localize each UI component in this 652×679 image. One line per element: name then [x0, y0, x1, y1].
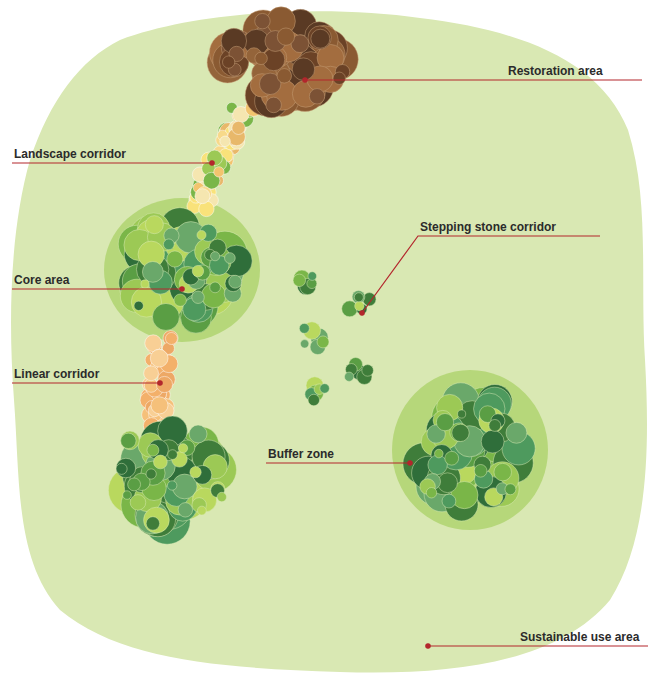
tree-canopy — [320, 384, 330, 394]
tree-canopy — [333, 72, 345, 84]
tree-canopy — [293, 274, 305, 286]
tree-canopy — [141, 280, 149, 288]
tree-canopy — [156, 376, 172, 392]
tree-canopy — [214, 167, 224, 177]
buffer-halo — [392, 370, 548, 530]
tree-canopy — [165, 332, 177, 344]
tree-canopy — [452, 424, 469, 441]
tree-canopy — [146, 469, 156, 479]
tree-canopy — [458, 410, 466, 418]
tree-canopy — [151, 397, 168, 414]
tree-canopy — [308, 26, 331, 49]
tree-canopy — [354, 293, 363, 302]
tree-canopy — [505, 484, 516, 495]
tree-canopy — [277, 28, 294, 45]
tree-canopy — [435, 449, 444, 458]
tree-canopy — [163, 239, 174, 250]
tree-canopy — [144, 507, 170, 533]
tree-canopy — [229, 275, 242, 288]
tree-canopy — [134, 301, 143, 310]
tree-canopy — [308, 394, 319, 405]
tree-canopy — [195, 189, 210, 204]
tree-canopy — [308, 272, 317, 281]
tree-canopy — [145, 216, 163, 234]
tree-canopy — [152, 303, 179, 330]
tree-canopy — [167, 251, 183, 267]
tree-canopy — [344, 372, 353, 381]
tree-canopy — [192, 291, 204, 303]
tree-canopy — [225, 275, 241, 291]
tree-canopy — [147, 444, 159, 456]
tree-canopy — [317, 336, 329, 348]
sustainable-use-ground — [11, 11, 647, 672]
tree-canopy — [362, 365, 374, 377]
tree-canopy — [277, 69, 291, 83]
tree-canopy — [217, 492, 226, 501]
area-label: Sustainable use area — [520, 630, 639, 644]
tree-canopy — [211, 252, 220, 261]
tree-canopy — [299, 323, 309, 333]
tree-canopy — [489, 419, 501, 431]
tree-canopy — [197, 230, 206, 239]
tree-canopy — [506, 422, 527, 443]
tree-canopy — [116, 458, 136, 478]
tree-canopy — [445, 451, 459, 465]
area-label: Landscape corridor — [14, 147, 126, 161]
tree-canopy — [210, 282, 221, 293]
tree-canopy — [426, 488, 436, 498]
tree-canopy — [174, 294, 186, 306]
tree-canopy — [222, 56, 234, 68]
tree-canopy — [255, 52, 267, 64]
tree-canopy — [144, 366, 159, 381]
tree-canopy — [300, 340, 308, 348]
tree-canopy — [146, 517, 159, 530]
tree-canopy — [232, 121, 245, 134]
tree-canopy — [121, 433, 136, 448]
tree-canopy — [167, 481, 176, 490]
tree-canopy — [116, 463, 127, 474]
area-label: Core area — [14, 273, 69, 287]
core-halo — [104, 198, 260, 342]
area-label: Linear corridor — [14, 367, 99, 381]
tree-canopy — [266, 97, 282, 113]
tree-canopy — [130, 495, 146, 511]
area-label: Stepping stone corridor — [420, 220, 556, 234]
tree-canopy — [121, 431, 140, 450]
area-label: Buffer zone — [268, 447, 334, 461]
area-label: Restoration area — [508, 64, 603, 78]
tree-canopy — [168, 450, 178, 460]
tree-canopy — [292, 58, 314, 80]
tree-canopy — [494, 463, 512, 481]
tree-canopy — [150, 349, 168, 367]
tree-canopy — [190, 467, 201, 478]
tree-canopy — [311, 29, 330, 48]
tree-canopy — [178, 503, 192, 517]
tree-canopy — [436, 414, 453, 431]
tree-canopy — [154, 455, 168, 469]
tree-canopy — [123, 491, 132, 500]
tree-canopy — [189, 425, 207, 443]
tree-canopy — [192, 265, 203, 276]
tree-canopy — [128, 478, 141, 491]
tree-canopy — [474, 464, 487, 477]
tree-canopy — [225, 253, 236, 264]
leader-lines — [12, 78, 648, 648]
tree-canopy — [255, 13, 270, 28]
tree-canopy — [481, 430, 504, 453]
tree-canopy — [442, 494, 456, 508]
tree-canopy — [142, 261, 163, 282]
tree-canopy — [220, 136, 231, 147]
tree-canopy — [197, 506, 206, 515]
tree-canopy — [309, 89, 324, 104]
tree-canopy — [352, 290, 365, 303]
tree-canopy — [179, 444, 188, 453]
tree-canopy — [355, 301, 364, 310]
